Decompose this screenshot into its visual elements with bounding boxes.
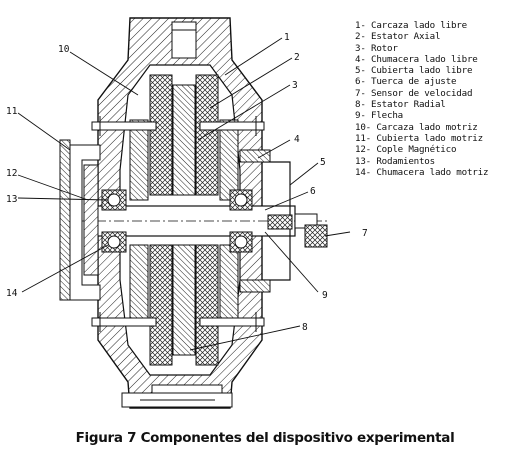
parts-legend: 1- Carcaza lado libre 2- Estator Axial 3… <box>355 20 527 178</box>
legend-item: 14- Chumacera lado motriz <box>355 166 489 178</box>
callout-1: 1 <box>284 32 290 43</box>
legend-item: 10- Carcaza lado motriz <box>355 121 478 133</box>
bolts <box>91 116 265 332</box>
shaft <box>60 205 330 237</box>
callout-4: 4 <box>294 134 300 145</box>
callout-3: 3 <box>292 80 298 91</box>
callout-5: 5 <box>320 157 326 168</box>
legend-item: 7- Sensor de velocidad <box>355 87 473 99</box>
leader-lines <box>17 37 351 351</box>
callout-6: 6 <box>310 186 316 197</box>
legend-item: 13- Rodamientos <box>355 155 435 167</box>
callout-7: 7 <box>362 228 368 239</box>
callout-8: 8 <box>302 322 308 333</box>
callout-9: 9 <box>322 290 328 301</box>
legend-item: 3- Rotor <box>355 42 398 54</box>
legend-item: 1- Carcaza lado libre <box>355 20 467 31</box>
legend-item: 11- Cubierta lado motriz <box>355 132 483 144</box>
figure-caption: Figura 7 Componentes del dispositivo exp… <box>75 430 455 446</box>
callout-11: 11 <box>6 106 18 117</box>
legend-item: 9- Flecha <box>355 110 403 122</box>
legend-item: 5- Cubierta lado libre <box>355 65 473 77</box>
legend-item: 6- Tuerca de ajuste <box>355 76 457 88</box>
assembly-drawing: 1 2 3 4 5 6 7 8 9 10 11 12 13 14 <box>6 17 368 409</box>
legend-item: 4- Chumacera lado libre <box>355 53 478 65</box>
legend-item: 2- Estator Axial <box>355 31 441 43</box>
callout-12: 12 <box>6 168 17 179</box>
legend-item: 12- Cople Magnético <box>355 144 457 156</box>
callout-13: 13 <box>6 194 17 205</box>
legend-item: 8- Estator Radial <box>355 99 446 111</box>
callout-14: 14 <box>6 288 18 299</box>
callouts: 1 2 3 4 5 6 7 8 9 10 11 12 13 14 <box>6 32 368 333</box>
stator-rotor <box>129 74 239 366</box>
callout-2: 2 <box>294 52 300 63</box>
right-cover <box>229 149 328 293</box>
callout-10: 10 <box>58 44 70 55</box>
